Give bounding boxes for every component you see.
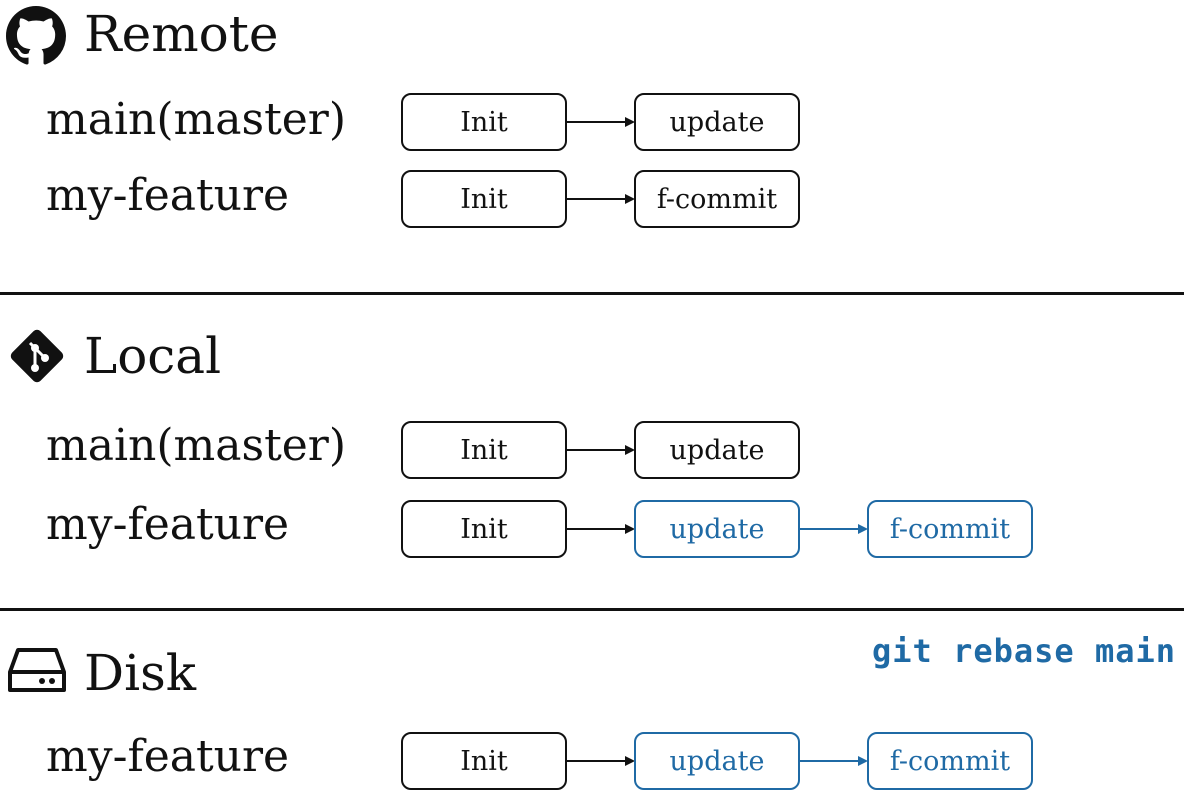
section-title-disk: Disk xyxy=(84,644,197,702)
branch-label-remote-feature: my-feature xyxy=(46,170,290,221)
section-title-local: Local xyxy=(84,327,222,385)
commit-disk-feature-1: Init xyxy=(401,732,567,790)
commit-disk-feature-2: update xyxy=(634,732,800,790)
hard-drive-icon xyxy=(6,646,68,696)
section-title-remote: Remote xyxy=(84,5,279,63)
github-icon xyxy=(6,6,66,66)
branch-label-local-feature: my-feature xyxy=(46,499,290,550)
section-divider xyxy=(0,608,1184,611)
commit-remote-main-1: Init xyxy=(401,93,567,151)
arrow-icon xyxy=(567,194,635,204)
commit-local-main-2: update xyxy=(634,421,800,479)
arrow-icon xyxy=(567,117,635,127)
commit-remote-feature-2: f-commit xyxy=(634,170,800,228)
arrow-icon xyxy=(567,445,635,455)
branch-label-disk-feature: my-feature xyxy=(46,731,290,782)
git-icon xyxy=(5,324,69,388)
commit-remote-feature-1: Init xyxy=(401,170,567,228)
branch-label-local-main: main(master) xyxy=(46,420,346,471)
arrow-icon xyxy=(567,524,635,534)
commit-disk-feature-3: f-commit xyxy=(867,732,1033,790)
commit-local-main-1: Init xyxy=(401,421,567,479)
section-divider xyxy=(0,292,1184,295)
commit-remote-main-2: update xyxy=(634,93,800,151)
arrow-icon xyxy=(567,756,635,766)
arrow-icon xyxy=(800,756,868,766)
arrow-icon xyxy=(800,524,868,534)
commit-local-feature-2: update xyxy=(634,500,800,558)
commit-local-feature-3: f-commit xyxy=(867,500,1033,558)
commit-local-feature-1: Init xyxy=(401,500,567,558)
branch-label-remote-main: main(master) xyxy=(46,94,346,145)
rebase-command: git rebase main xyxy=(872,632,1176,670)
